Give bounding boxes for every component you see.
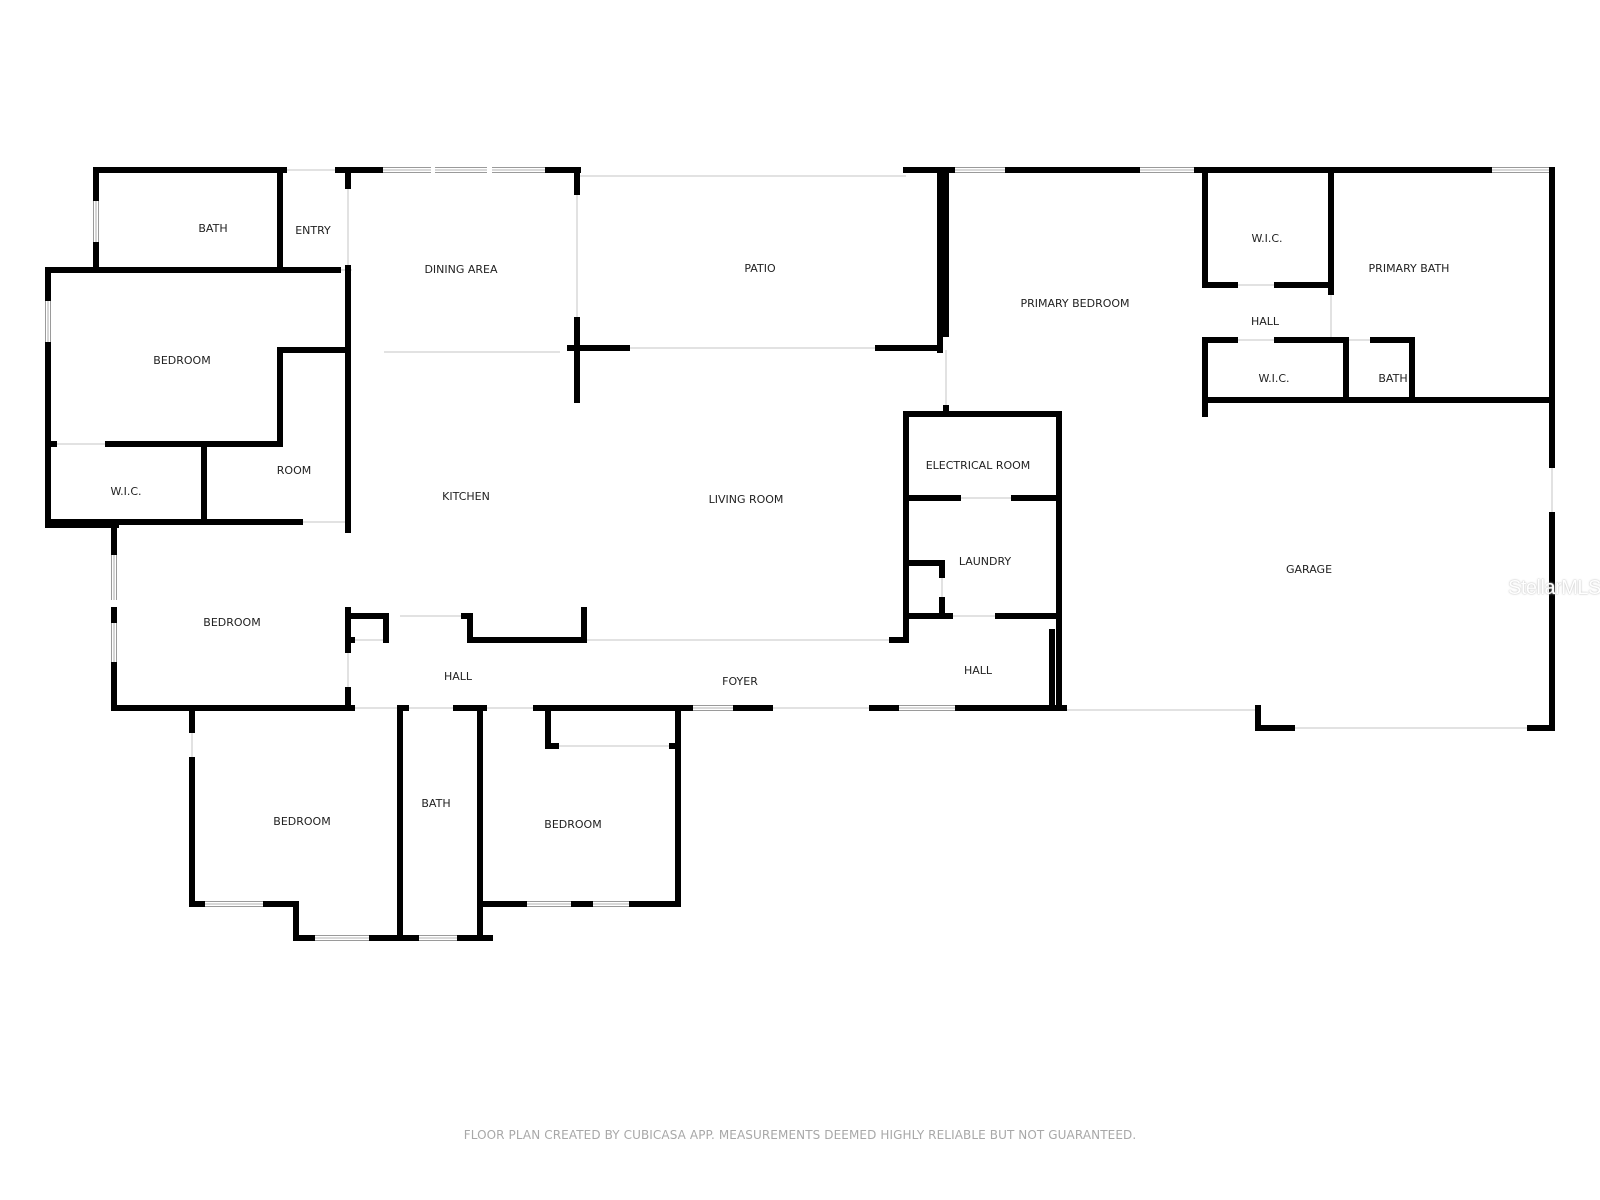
room-label-w-i-c: W.I.C.: [1251, 232, 1282, 245]
room-label-hall: HALL: [444, 670, 473, 683]
room-labels: BATH ENTRY DINING AREA PATIO PRIMARY BEDROOM…: [110, 222, 1449, 831]
room-label-electrical-room: ELECTRICAL ROOM: [926, 459, 1031, 472]
room-label-bath: BATH: [198, 222, 227, 235]
room-label-kitchen: KITCHEN: [442, 490, 490, 503]
room-label-entry: ENTRY: [295, 224, 331, 237]
room-label-primary-bedroom: PRIMARY BEDROOM: [1020, 297, 1129, 310]
room-label-living-room: LIVING ROOM: [709, 493, 784, 506]
room-label-bedroom: BEDROOM: [203, 616, 260, 629]
room-label-hall: HALL: [964, 664, 993, 677]
room-label-bedroom: BEDROOM: [153, 354, 210, 367]
room-label-patio: PATIO: [744, 262, 776, 275]
room-label-garage: GARAGE: [1286, 563, 1332, 576]
disclaimer-footer: FLOOR PLAN CREATED BY CUBICASA APP. MEAS…: [463, 1128, 1137, 1142]
room-label-hall: HALL: [1251, 315, 1280, 328]
room-label-laundry: LAUNDRY: [959, 555, 1012, 568]
room-label-dining-area: DINING AREA: [424, 263, 498, 276]
windows: [45, 167, 1555, 941]
room-label-room: ROOM: [277, 464, 311, 477]
watermark-logo: StellarMLS: [1508, 577, 1600, 599]
room-label-bedroom: BEDROOM: [544, 818, 601, 831]
room-label-primary-bath: PRIMARY BATH: [1369, 262, 1450, 275]
room-label-bedroom: BEDROOM: [273, 815, 330, 828]
room-label-w-i-c: W.I.C.: [110, 485, 141, 498]
room-label-bath: BATH: [421, 797, 450, 810]
door-openings: [54, 169, 1553, 760]
room-label-foyer: FOYER: [722, 675, 758, 688]
room-label-bath: BATH: [1378, 372, 1407, 385]
room-label-w-i-c: W.I.C.: [1258, 372, 1289, 385]
walls: [45, 167, 1555, 941]
